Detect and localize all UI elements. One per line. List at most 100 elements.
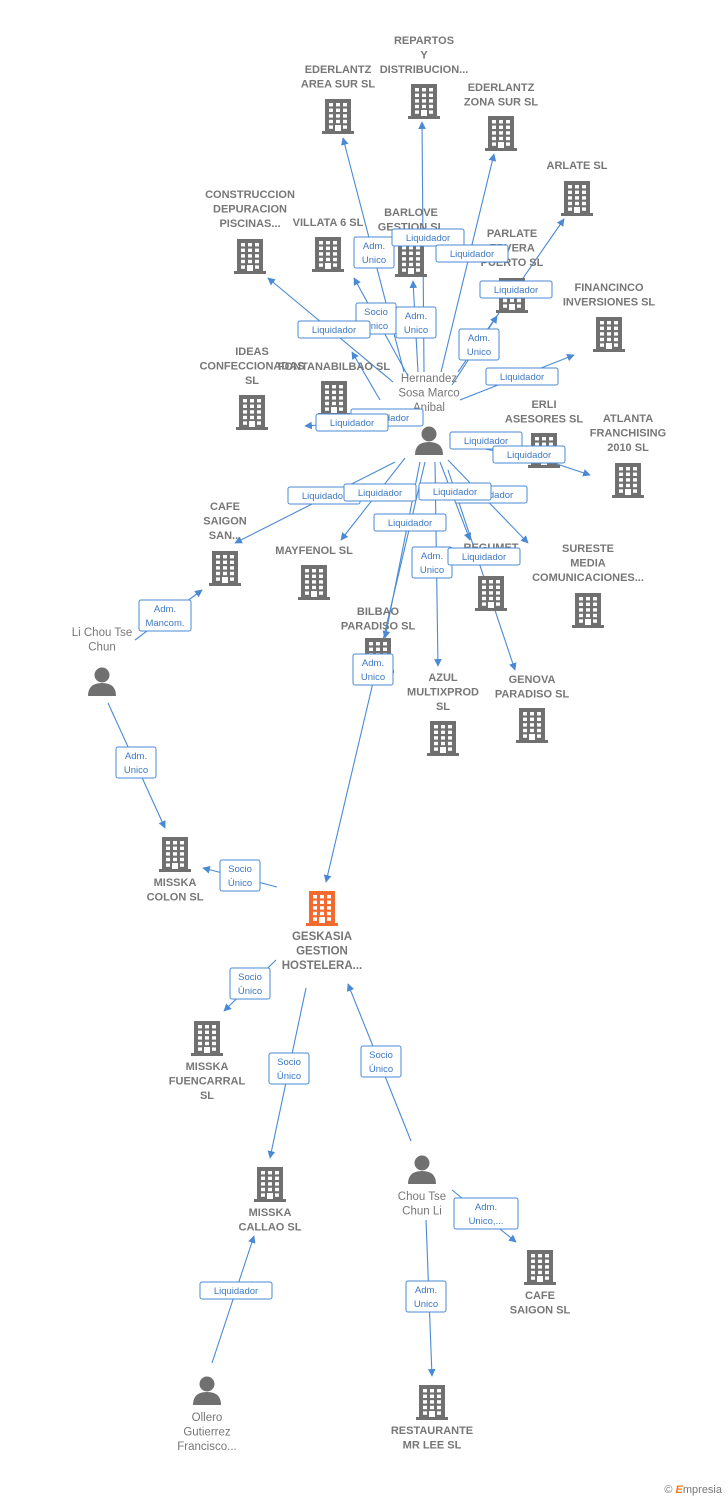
- brand-name: mpresia: [682, 1484, 722, 1496]
- edge-label-text: Liquidador: [462, 552, 506, 563]
- node-label: PISCINAS...: [219, 218, 280, 230]
- node-label: BILBAO: [357, 606, 400, 618]
- brand-initial: E: [675, 1484, 683, 1496]
- node-villata[interactable]: VILLATA 6 SL: [293, 217, 364, 272]
- node-label: GESTION: [296, 946, 348, 958]
- edge-label-text: Liquidador: [406, 233, 450, 244]
- node-cafe_saigon_san[interactable]: CAFESAIGONSAN...: [203, 501, 247, 586]
- edge-label-text: Unico: [361, 672, 385, 683]
- edge-label: Liquidador: [449, 431, 523, 450]
- edge-label: Liquidador: [479, 280, 553, 299]
- node-label: ERLI: [531, 399, 556, 411]
- edge-hernandez-to-ederlantz_zona: [440, 153, 497, 373]
- node-label: AZUL: [428, 672, 458, 684]
- edge-label-text: Liquidador: [500, 372, 544, 383]
- node-label: Hernandez: [401, 373, 458, 385]
- edge-label-text: Socio: [238, 972, 262, 983]
- node-label: SL: [200, 1090, 214, 1102]
- person-icon: [408, 1155, 436, 1184]
- building-icon: [306, 891, 338, 926]
- node-construccion[interactable]: CONSTRUCCIONDEPURACIONPISCINAS...: [205, 189, 295, 274]
- edge-label: Adm. Unico: [411, 546, 453, 579]
- building-icon: [612, 463, 644, 498]
- edge-label-text: Adm.: [415, 1285, 437, 1296]
- node-ideas[interactable]: IDEAS CONFECCIONADAS SL: [199, 346, 305, 430]
- node-sureste[interactable]: SURESTEMEDIACOMUNICACIONES...: [532, 543, 644, 628]
- node-label: Ollero: [192, 1412, 223, 1424]
- edge-label-text: Adm.: [468, 333, 490, 344]
- node-label: MEDIA: [570, 558, 606, 570]
- node-label: Sosa Marco: [398, 388, 459, 400]
- person-icon: [193, 1376, 221, 1405]
- node-label: Chun Li: [402, 1206, 442, 1218]
- node-label: Y: [420, 50, 428, 62]
- node-label: FINANCINCO: [574, 282, 643, 294]
- edge-label-text: Socio: [277, 1057, 301, 1068]
- node-label: 2010 SL: [607, 442, 649, 454]
- node-mayfenol[interactable]: MAYFENOL SL: [275, 545, 353, 600]
- building-icon: [322, 99, 354, 134]
- edge-label-text: Único: [277, 1071, 301, 1082]
- node-fontana[interactable]: FONTANABILBAO SL: [278, 361, 391, 416]
- node-label: MAYFENOL SL: [275, 545, 353, 557]
- node-ollero[interactable]: OlleroGutierrezFrancisco...: [177, 1376, 237, 1454]
- person-icon: [415, 426, 443, 455]
- node-label: MISSKA: [154, 877, 197, 889]
- node-atlanta[interactable]: ATLANTA FRANCHISING 2010 SL: [590, 413, 666, 498]
- building-icon: [236, 395, 268, 430]
- node-label: EDERLANTZ: [305, 64, 372, 76]
- node-label: SL: [245, 375, 259, 387]
- edge-label-text: Socio: [228, 864, 252, 875]
- edge-label: Adm. Unico,...: [453, 1197, 519, 1230]
- node-label: IDEAS: [235, 346, 269, 358]
- node-regumet[interactable]: REGUMETS SL: [464, 542, 519, 611]
- building-icon: [191, 1021, 223, 1056]
- node-label: MISSKA: [186, 1061, 229, 1073]
- edge-label-text: Adm.: [421, 551, 443, 562]
- node-label: FONTANABILBAO SL: [278, 361, 391, 373]
- node-label: Francisco...: [177, 1441, 236, 1453]
- node-label: FRANCHISING: [590, 428, 666, 440]
- edge-label: Adm.Unico: [458, 328, 500, 361]
- node-label: PARADISO SL: [495, 689, 570, 701]
- node-geskasia[interactable]: GESKASIAGESTIONHOSTELERA...: [282, 891, 363, 972]
- node-label: CONSTRUCCION: [205, 189, 295, 201]
- edge-label-text: Adm.: [475, 1202, 497, 1213]
- node-label: HOSTELERA...: [282, 960, 363, 972]
- node-label: MISSKA: [249, 1207, 292, 1219]
- node-label: SAIGON SL: [510, 1305, 571, 1317]
- node-label: Li Chou Tse: [72, 627, 133, 639]
- building-icon: [312, 237, 344, 272]
- edge-label-text: Liquidador: [312, 325, 356, 336]
- node-arlate[interactable]: ARLATE SL: [547, 160, 608, 216]
- node-label: VILLATA 6 SL: [293, 217, 364, 229]
- building-icon: [416, 1385, 448, 1420]
- node-label: BARLOVE: [384, 207, 438, 219]
- node-label: ARLATE SL: [547, 160, 608, 172]
- edge-label: Liquidador: [391, 228, 465, 247]
- node-label: CAFE: [210, 501, 240, 513]
- edge-label-text: Unico: [420, 565, 444, 576]
- node-repartos[interactable]: REPARTOSYDISTRIBUCION...: [380, 35, 469, 119]
- node-label: Gutierrez: [183, 1427, 231, 1439]
- node-label: ATLANTA: [603, 413, 653, 425]
- edge-label-text: Unico,...: [469, 1216, 504, 1227]
- node-label: CONFECCIONADAS: [199, 361, 304, 373]
- edge-label-text: Único: [364, 321, 388, 332]
